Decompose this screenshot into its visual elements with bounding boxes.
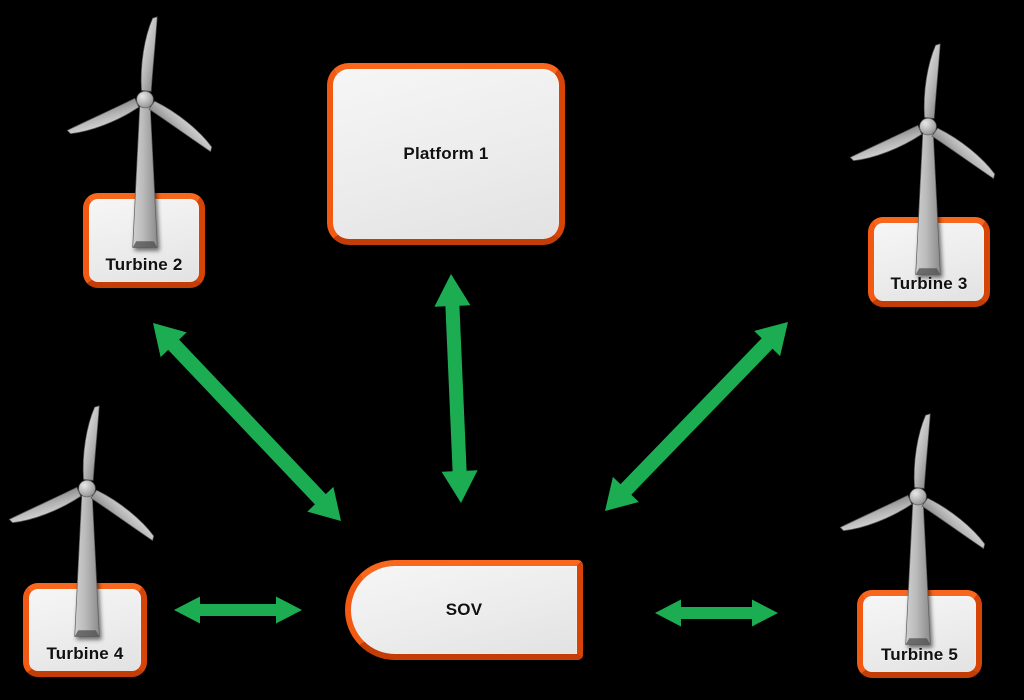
arrow-sov-platform1 xyxy=(434,274,478,503)
wind-turbine-icon xyxy=(0,405,175,669)
arrow-sov-turbine5 xyxy=(655,599,778,627)
wind-turbine-icon xyxy=(840,43,1016,307)
platform-1-label: Platform 1 xyxy=(403,144,489,163)
sov-label: SOV xyxy=(445,600,483,619)
node-platform-1: Platform 1 xyxy=(327,63,565,245)
arrow-sov-turbine2 xyxy=(153,323,341,521)
node-sov: SOV xyxy=(345,560,583,660)
turbine-2-label: Turbine 2 xyxy=(105,255,183,274)
arrow-sov-turbine4 xyxy=(174,596,302,624)
arrow-sov-turbine3 xyxy=(605,322,788,511)
turbine-4-label: Turbine 4 xyxy=(46,644,124,663)
turbine-5-label: Turbine 5 xyxy=(880,645,959,664)
wind-turbine-icon xyxy=(830,413,1006,677)
turbine-3-label: Turbine 3 xyxy=(890,274,968,293)
wind-turbine-icon xyxy=(57,16,233,280)
